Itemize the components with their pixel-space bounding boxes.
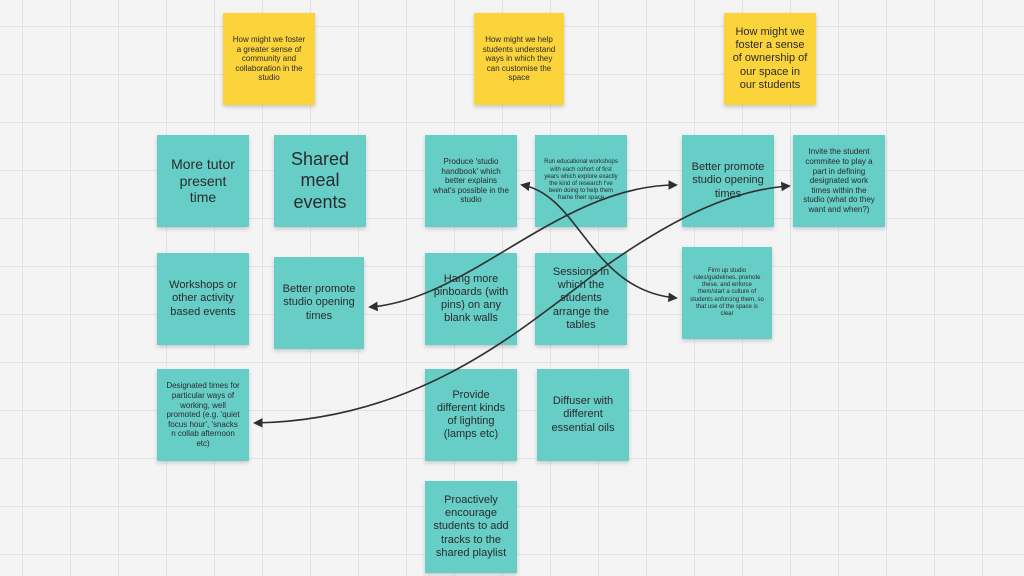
- sticky-note-text: Firm up studio rules/guidelines, promote…: [690, 267, 764, 317]
- connector-arrow[interactable]: [368, 180, 678, 312]
- sticky-note-text: Diffuser with different essential oils: [551, 395, 615, 434]
- sticky-note-text: Designated times for particular ways of …: [166, 381, 240, 448]
- sticky-note-studio-handbook[interactable]: Produce 'studio handbook' which better e…: [425, 135, 517, 227]
- sticky-note-text: Workshops or other activity based events: [169, 279, 237, 318]
- prompt-note-text: How might we foster a greater sense of c…: [232, 35, 306, 83]
- sticky-note-promote-left[interactable]: Better promote studio opening times: [274, 257, 364, 349]
- sticky-note-diffuser[interactable]: Diffuser with different essential oils: [537, 369, 629, 461]
- prompt-note-ownership[interactable]: How might we foster a sense of ownership…: [724, 13, 816, 105]
- sticky-note-promote-right[interactable]: Better promote studio opening times: [682, 135, 774, 227]
- sticky-note-text: Provide different kinds of lighting (lam…: [436, 388, 506, 441]
- sticky-note-text: Run educational workshops with each coho…: [544, 159, 618, 202]
- sticky-note-text: More tutor present time: [171, 155, 235, 206]
- sticky-note-text: Invite the student commitee to play a pa…: [803, 147, 875, 214]
- sticky-note-text: Better promote studio opening times: [691, 161, 765, 200]
- sticky-note-text: Shared meal events: [290, 148, 350, 212]
- sticky-note-designated-times[interactable]: Designated times for particular ways of …: [157, 369, 249, 461]
- sticky-note-run-workshops[interactable]: Run educational workshops with each coho…: [535, 135, 627, 227]
- prompt-note-community[interactable]: How might we foster a greater sense of c…: [223, 13, 315, 105]
- prompt-note-customise[interactable]: How might we help students understand wa…: [474, 13, 564, 105]
- sticky-note-workshops[interactable]: Workshops or other activity based events: [157, 253, 249, 345]
- sticky-note-lighting[interactable]: Provide different kinds of lighting (lam…: [425, 369, 517, 461]
- sticky-note-hang-pinboards[interactable]: Hang more pinboards (with pins) on any b…: [425, 253, 517, 345]
- sticky-note-text: Better promote studio opening times: [282, 283, 356, 322]
- sticky-note-more-tutor[interactable]: More tutor present time: [157, 135, 249, 227]
- sticky-note-text: Hang more pinboards (with pins) on any b…: [433, 272, 509, 325]
- sticky-note-text: Proactively encourage students to add tr…: [433, 494, 509, 559]
- sticky-note-shared-meal[interactable]: Shared meal events: [274, 135, 366, 227]
- sticky-note-text: Sessions in which the students arrange t…: [552, 266, 610, 331]
- prompt-note-text: How might we help students understand wa…: [482, 35, 556, 83]
- sticky-note-sessions[interactable]: Sessions in which the students arrange t…: [535, 253, 627, 345]
- sticky-note-firm-up[interactable]: Firm up studio rules/guidelines, promote…: [682, 247, 772, 339]
- prompt-note-text: How might we foster a sense of ownership…: [732, 26, 808, 91]
- sticky-note-text: Produce 'studio handbook' which better e…: [433, 157, 509, 205]
- sticky-note-committee[interactable]: Invite the student commitee to play a pa…: [793, 135, 885, 227]
- sticky-note-playlist[interactable]: Proactively encourage students to add tr…: [425, 481, 517, 573]
